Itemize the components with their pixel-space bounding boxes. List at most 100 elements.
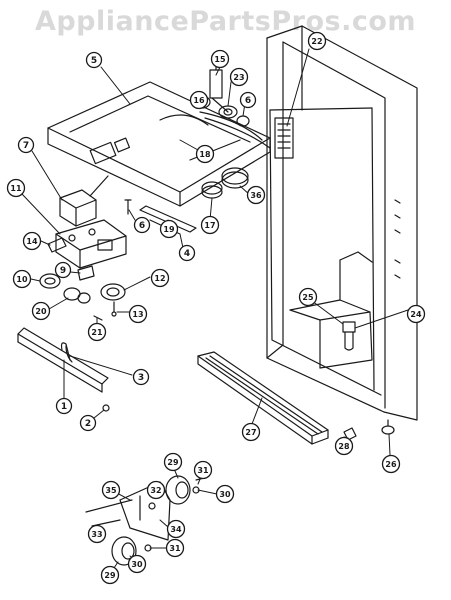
callout-c35: 35 bbox=[101, 480, 121, 500]
callout-circle bbox=[159, 219, 179, 239]
callout-c32: 32 bbox=[146, 480, 166, 500]
callout-circle bbox=[215, 484, 235, 504]
cabinet-liner bbox=[266, 25, 418, 421]
callout-circle bbox=[22, 231, 42, 251]
callout-c19: 19 bbox=[159, 219, 179, 239]
callout-label: 13 bbox=[132, 310, 143, 319]
callout-circle bbox=[87, 524, 107, 544]
callout-label: 6 bbox=[245, 96, 251, 106]
callout-circle bbox=[128, 304, 148, 324]
toe-bar-left bbox=[17, 327, 110, 412]
small-parts bbox=[39, 167, 249, 321]
callout-label: 26 bbox=[385, 460, 397, 469]
callout-circle bbox=[381, 454, 401, 474]
callout-c29a: 29 bbox=[163, 452, 183, 472]
callout-c28: 28 bbox=[334, 436, 354, 456]
callout-circle bbox=[189, 90, 209, 110]
callout-label: 7 bbox=[23, 141, 29, 151]
callout-circle bbox=[12, 269, 32, 289]
callout-label: 28 bbox=[338, 442, 350, 451]
callout-circle bbox=[100, 565, 120, 585]
callout-circle bbox=[87, 322, 107, 342]
callout-circle bbox=[200, 215, 220, 235]
callout-circle bbox=[307, 31, 327, 51]
callout-label: 16 bbox=[193, 96, 205, 105]
callout-label: 17 bbox=[204, 221, 215, 230]
callout-label: 30 bbox=[219, 490, 231, 499]
callout-c5: 5 bbox=[85, 51, 103, 69]
callout-c26: 26 bbox=[381, 454, 401, 474]
callout-label: 34 bbox=[170, 525, 182, 534]
callout-c9: 9 bbox=[54, 261, 72, 279]
callout-c2: 2 bbox=[79, 414, 97, 432]
callout-c29b: 29 bbox=[100, 565, 120, 585]
callout-circle bbox=[166, 519, 186, 539]
callout-label: 32 bbox=[150, 486, 161, 495]
callout-label: 29 bbox=[104, 571, 116, 580]
control-bracket bbox=[55, 219, 127, 269]
callout-c14: 14 bbox=[22, 231, 42, 251]
callout-c7: 7 bbox=[17, 136, 35, 154]
callout-c33: 33 bbox=[87, 524, 107, 544]
callout-circle bbox=[6, 178, 26, 198]
callout-circle bbox=[150, 268, 170, 288]
callout-label: 27 bbox=[245, 428, 256, 437]
callout-c22: 22 bbox=[307, 31, 327, 51]
callout-c20: 20 bbox=[31, 301, 51, 321]
callout-label: 11 bbox=[10, 184, 22, 193]
callout-circle bbox=[406, 304, 426, 324]
callout-label: 31 bbox=[169, 544, 181, 553]
callout-c24: 24 bbox=[406, 304, 426, 324]
callout-label: 1 bbox=[61, 402, 67, 412]
callout-circle bbox=[178, 244, 196, 262]
callout-label: 30 bbox=[131, 560, 143, 569]
callout-label: 19 bbox=[163, 225, 175, 234]
callout-label: 4 bbox=[184, 249, 190, 259]
callout-c1: 1 bbox=[55, 397, 73, 415]
callout-c23: 23 bbox=[229, 67, 249, 87]
callout-label: 21 bbox=[91, 328, 103, 337]
callout-label: 33 bbox=[91, 530, 102, 539]
callout-circle bbox=[54, 261, 72, 279]
kick-grille bbox=[197, 351, 329, 445]
callout-c6a: 6 bbox=[239, 91, 257, 109]
callout-circle bbox=[17, 136, 35, 154]
callout-circle bbox=[246, 185, 266, 205]
callout-circle bbox=[229, 67, 249, 87]
callout-c31a: 31 bbox=[193, 460, 213, 480]
callout-circle bbox=[193, 460, 213, 480]
callout-circle bbox=[165, 538, 185, 558]
callout-c30a: 30 bbox=[215, 484, 235, 504]
callout-c36: 36 bbox=[246, 185, 266, 205]
callout-c18: 18 bbox=[195, 144, 215, 164]
callout-label: 9 bbox=[60, 266, 66, 276]
levelers bbox=[343, 419, 395, 441]
callout-label: 23 bbox=[233, 73, 244, 82]
callout-c6b: 6 bbox=[133, 216, 151, 234]
callout-label: 15 bbox=[214, 55, 226, 64]
callout-circle bbox=[101, 480, 121, 500]
callout-c21: 21 bbox=[87, 322, 107, 342]
callout-c31b: 31 bbox=[165, 538, 185, 558]
callout-circle bbox=[31, 301, 51, 321]
callout-c16: 16 bbox=[189, 90, 209, 110]
temperature-control bbox=[59, 175, 109, 227]
callout-label: 5 bbox=[91, 56, 97, 66]
callout-label: 12 bbox=[154, 274, 165, 283]
callout-label: 22 bbox=[311, 37, 322, 46]
control-housing bbox=[47, 81, 271, 207]
callout-circle bbox=[132, 368, 150, 386]
callout-circle bbox=[127, 554, 147, 574]
callout-circle bbox=[334, 436, 354, 456]
callout-label: 2 bbox=[85, 419, 91, 429]
callout-label: 31 bbox=[197, 466, 209, 475]
callout-circle bbox=[146, 480, 166, 500]
callout-circle bbox=[210, 49, 230, 69]
callout-c34: 34 bbox=[166, 519, 186, 539]
callout-circle bbox=[85, 51, 103, 69]
callout-c11: 11 bbox=[6, 178, 26, 198]
callout-label: 20 bbox=[35, 307, 47, 316]
callout-circle bbox=[195, 144, 215, 164]
callout-label: 3 bbox=[138, 373, 144, 383]
